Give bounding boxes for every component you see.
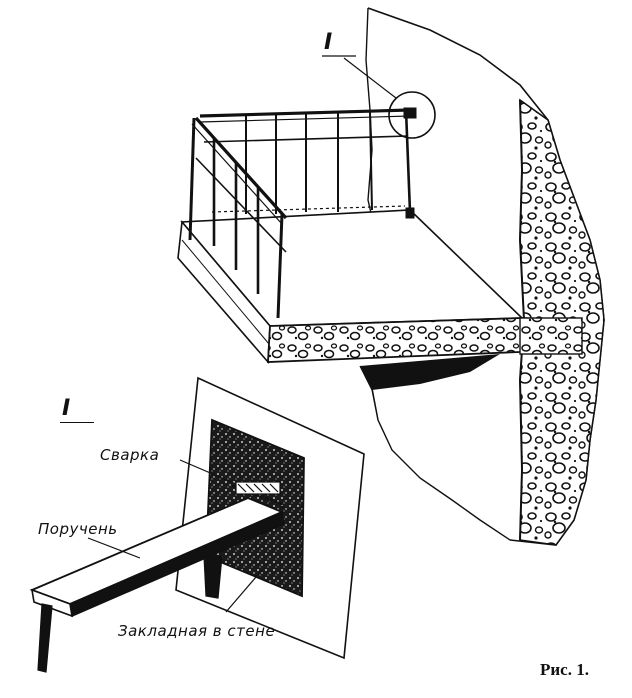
handrail-leader [87,537,141,559]
callout-leader-top [343,57,397,99]
handrail-label: Поручень [38,520,118,538]
detail-view [29,376,365,673]
embedded-part-label: Закладная в стене [118,622,276,640]
figure-caption: Рис. 1. [540,660,589,679]
detail-circle [388,91,436,139]
callout-label-detail: I [62,396,71,421]
callout-label-top: I [324,30,333,55]
callout-underline [60,422,94,423]
welding-leader [179,459,237,485]
railing [188,107,417,319]
balcony-slab [177,209,583,421]
embedded-leader [225,569,263,613]
welding-label: Сварка [100,446,160,464]
